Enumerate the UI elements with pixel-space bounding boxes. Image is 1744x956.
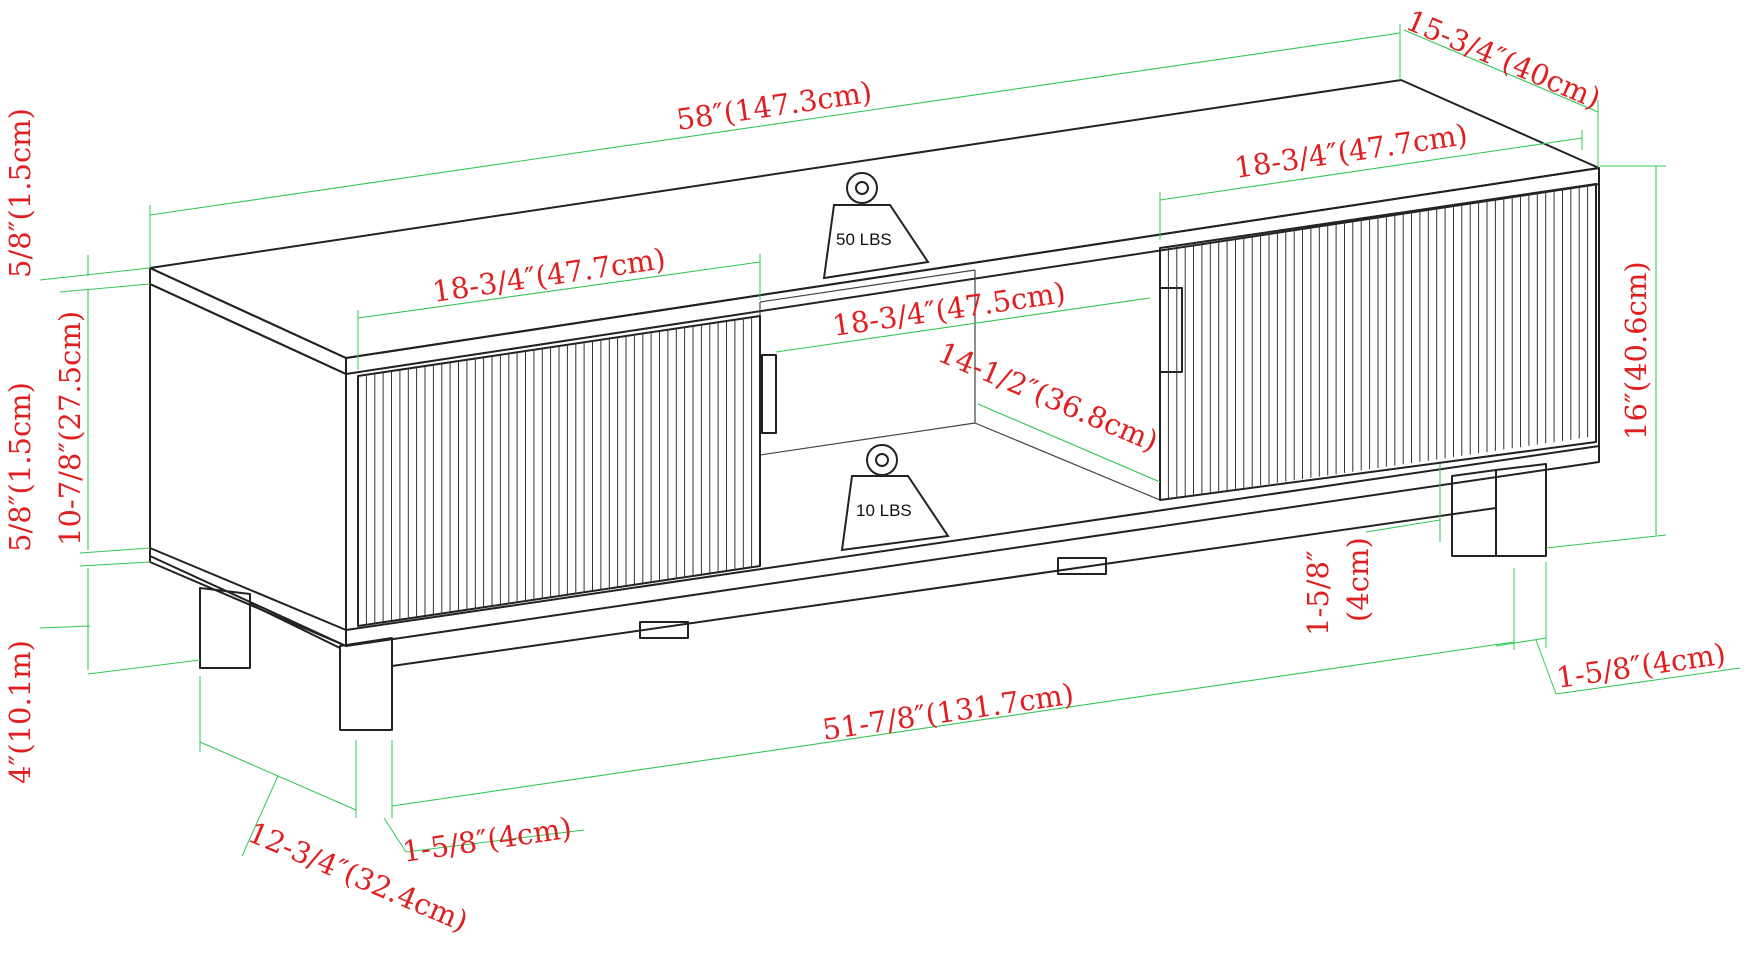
dim-overall-width: 58″(147.3cm)	[674, 75, 874, 137]
foot-pad-right	[1057, 557, 1107, 575]
dim-right-leg-width: 1-5/8″(4cm)	[1554, 637, 1728, 695]
dim-left-door-width: 18-3/4″(47.7cm)	[430, 241, 668, 309]
dim-overall-depth: 15-3/4″(40cm)	[1401, 3, 1605, 115]
weight-icon-shelf: 10 LBS	[840, 444, 950, 552]
center-back-top	[759, 269, 976, 303]
right-door	[1159, 183, 1597, 501]
dim-right-door-width: 18-3/4″(47.7cm)	[1232, 117, 1470, 185]
tv-stand-outline	[149, 79, 1600, 731]
front-left-leg	[339, 637, 393, 731]
center-shelf-side	[974, 422, 1161, 501]
dim-leg-inset-cm: (4cm)	[1341, 537, 1375, 622]
dim-leg-inset: 1-5/8″	[1301, 550, 1335, 636]
dimension-labels: 58″(147.3cm) 15-3/4″(40cm) 18-3/4″(47.7c…	[3, 3, 1728, 938]
dim-front-leg-width: 1-5/8″(4cm)	[400, 811, 574, 869]
weight-label-top: 50 LBS	[836, 230, 892, 249]
dim-shelf-depth: 14-1/2″(36.8cm)	[933, 335, 1163, 458]
right-door-handle	[1159, 287, 1183, 373]
foot-pad-left	[639, 621, 689, 639]
top-front-edge	[149, 267, 347, 375]
dim-cabinet-height: 10-7/8″(27.5cm)	[53, 311, 87, 546]
back-left-leg	[199, 587, 251, 669]
weight-label-shelf: 10 LBS	[856, 501, 912, 520]
dim-leg-span-width: 51-7/8″(131.7cm)	[820, 677, 1076, 747]
dim-leg-height: 4″(10.1m)	[3, 640, 37, 784]
back-right-leg	[1451, 469, 1497, 557]
dim-center-opening: 18-3/4″(47.5cm)	[830, 275, 1068, 343]
dim-bottom-thickness: 5/8″(1.5cm)	[3, 382, 37, 552]
right-door-slats	[1167, 185, 1589, 499]
weight-icon-top: 50 LBS	[822, 172, 930, 280]
dim-top-thickness: 5/8″(1.5cm)	[3, 108, 37, 278]
side-leg-rail	[249, 603, 341, 649]
front-right-leg	[1495, 463, 1547, 557]
center-back-bottom	[759, 422, 976, 456]
left-door-slats	[365, 317, 753, 625]
dim-overall-height: 16″(40.6cm)	[1619, 261, 1653, 440]
left-side-panel	[149, 283, 347, 647]
dimension-lines	[39, 24, 1741, 857]
front-leg-rail	[391, 507, 1497, 667]
left-door-handle	[761, 354, 777, 434]
